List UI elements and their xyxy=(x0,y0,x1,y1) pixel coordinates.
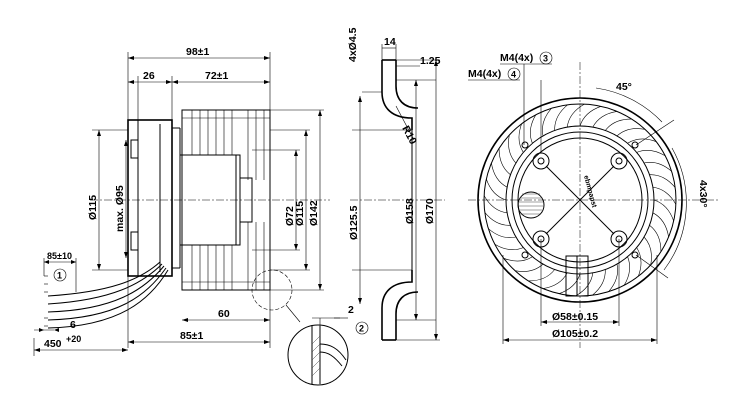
fan-blade xyxy=(616,128,646,137)
callout-circle-1 xyxy=(53,268,67,282)
fan-blade xyxy=(652,186,677,205)
dim-lead-strip: 85±10 xyxy=(47,251,72,261)
profile-view: 14 1.25 4xØ4.5 R10 Ø125.5 Ø158 Ø170 xyxy=(347,27,445,341)
fan-blade xyxy=(653,199,674,222)
hub-plate xyxy=(517,137,643,263)
shroud-bottom xyxy=(381,270,413,340)
dim-plate-thickness: 4xØ4.5 xyxy=(347,27,359,62)
fan-blade xyxy=(514,263,544,272)
dim-flange-offset: 26 xyxy=(143,70,155,82)
callout-3: 3 xyxy=(543,54,548,64)
dim-d58: Ø58±0.15 xyxy=(552,311,598,323)
dim-left-tab: 6 xyxy=(70,319,76,331)
fan-blade xyxy=(566,103,585,128)
fan-blade xyxy=(486,178,507,201)
callout-1: 1 xyxy=(57,271,62,281)
fan-blade xyxy=(530,114,537,144)
fan-blade xyxy=(592,269,606,296)
fan-blade xyxy=(498,148,511,175)
fan-blade xyxy=(494,243,524,250)
fan-blade xyxy=(636,247,642,277)
fan-blade xyxy=(579,106,602,127)
fan-blade xyxy=(649,174,676,188)
dim-max-d95: max. Ø95 xyxy=(114,185,126,232)
fan-blade xyxy=(575,272,594,297)
fan-blade xyxy=(592,111,617,128)
fan-blade xyxy=(488,228,516,238)
angle-45: 45° xyxy=(616,81,632,93)
fan-blade xyxy=(627,138,657,144)
front-view: ebmpapst M4(4x) 3 M4(4x) 4 45° 4x30° Ø58… xyxy=(468,51,718,348)
fan-blade xyxy=(623,256,630,286)
fan-blade xyxy=(528,269,555,282)
dim-impeller-inner: 60 xyxy=(218,308,230,320)
fan-blade xyxy=(483,195,508,214)
fan-blade xyxy=(484,212,511,226)
detail-marker xyxy=(251,269,293,311)
callout-circle-2 xyxy=(355,321,369,335)
dim-base-depth: 85±1 xyxy=(180,330,203,342)
thread-m4-4: M4(4x) xyxy=(468,68,501,80)
fan-blade xyxy=(652,212,669,237)
dim-d158: Ø158 xyxy=(404,198,416,224)
fan-blade xyxy=(518,123,524,153)
dim-d115-left: Ø115 xyxy=(87,195,99,220)
outer-rim xyxy=(477,97,683,303)
cable-leads xyxy=(47,261,169,329)
dim-d170: Ø170 xyxy=(424,198,436,224)
label-grille xyxy=(517,191,545,219)
fan-blade xyxy=(605,118,632,131)
dim-impeller-depth: 72±1 xyxy=(205,70,228,82)
detail-circle xyxy=(287,324,349,386)
fan-blade xyxy=(608,264,618,292)
dim-d142: Ø142 xyxy=(308,200,320,226)
thread-m4-3: M4(4x) xyxy=(500,52,533,64)
dim-d72: Ø72 xyxy=(284,206,296,226)
callout-4: 4 xyxy=(511,70,516,80)
flange-plate xyxy=(127,119,173,277)
dim-lead-length: 450 xyxy=(44,338,62,350)
dim-d105: Ø105±0.2 xyxy=(552,328,598,340)
fan-blade xyxy=(508,134,517,164)
callout-2: 2 xyxy=(359,324,364,334)
dim-plate-width: 14 xyxy=(384,36,396,48)
dim-gap-2: 2 xyxy=(348,304,354,316)
fan-blade xyxy=(491,163,508,188)
side-view: 98±1 26 72±1 60 85±1 85±10 1 6 xyxy=(33,46,369,386)
fan-blade xyxy=(554,104,568,131)
fan-blade xyxy=(558,273,581,294)
fan-blade xyxy=(649,225,662,252)
dim-lead-length-tol: +20 xyxy=(66,334,81,344)
dim-overall-depth: 98±1 xyxy=(186,46,209,58)
shroud-top xyxy=(381,60,413,130)
fan-blade xyxy=(636,150,666,157)
fan-blade xyxy=(643,236,652,266)
dim-d125-5: Ø125.5 xyxy=(348,205,360,240)
fan-blades xyxy=(483,103,677,297)
dim-d115-mid: Ø115 xyxy=(294,201,306,226)
fan-blade xyxy=(503,256,533,262)
fan-blade xyxy=(542,108,552,136)
angle-4x30: 4x30° xyxy=(697,180,709,208)
fan-blade xyxy=(644,162,672,172)
fan-blade xyxy=(543,272,568,289)
